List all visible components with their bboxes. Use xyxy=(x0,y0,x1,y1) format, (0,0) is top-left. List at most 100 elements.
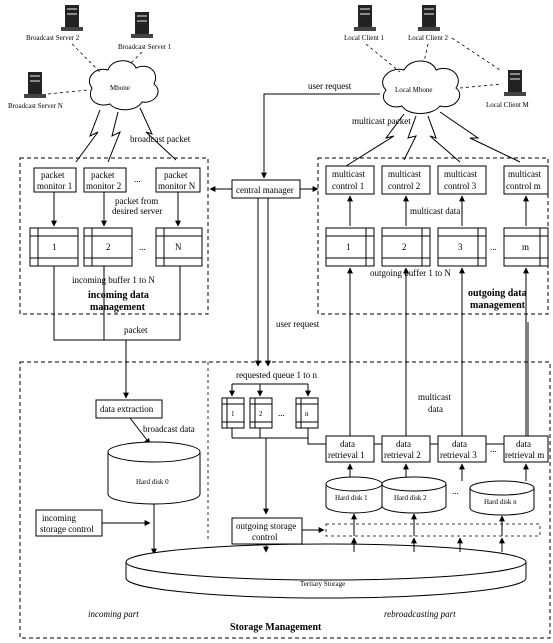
drm-line2: retrieval m xyxy=(505,450,544,460)
multicast-control-m xyxy=(503,165,549,195)
outgoing-buffer-m-label: m xyxy=(522,242,529,252)
data-extraction-label: data extraction xyxy=(100,404,154,414)
data-retrieval-3 xyxy=(437,435,487,463)
hard-disk-1-label: Hard disk 1 xyxy=(335,494,368,502)
mc1-line2: control 1 xyxy=(332,181,364,191)
ellipsis-monitors: ... xyxy=(134,174,141,184)
mc2-line1: multicast xyxy=(388,169,421,179)
ellipsis-buffers-out: ... xyxy=(490,242,497,252)
incoming-part-label: incoming part xyxy=(88,609,139,619)
user-request-top-label: user request xyxy=(308,81,352,91)
client-label-m: Local Client M xyxy=(486,101,530,109)
rebroadcasting-part-label: rebroadcasting part xyxy=(384,609,456,619)
hard-disk-2 xyxy=(381,476,447,514)
packet-label: packet xyxy=(124,325,148,335)
mbone-cloud xyxy=(88,60,159,111)
mc2-line2: control 2 xyxy=(388,181,420,191)
dr2-line2: retrieval 2 xyxy=(384,450,421,460)
hard-disk-n xyxy=(469,480,535,516)
queue-2 xyxy=(249,397,273,429)
local-mbone-label: Local Mbone xyxy=(395,86,433,94)
queue-n-label: n xyxy=(305,410,309,418)
packet-monitor-2 xyxy=(83,167,127,193)
incoming-buffer-n xyxy=(155,227,203,267)
mc3-line2: control 3 xyxy=(444,181,477,191)
dr1-line1: data xyxy=(340,439,355,449)
incoming-storage-control xyxy=(35,509,103,537)
packet-from-label-2: desired server xyxy=(112,206,162,216)
data-extraction-box xyxy=(95,399,163,419)
packet-monitor-2-line1: packet xyxy=(91,170,115,180)
central-manager-label: central manager xyxy=(236,185,294,195)
local-mbone-cloud xyxy=(382,60,461,114)
packet-monitor-1-line2: monitor 1 xyxy=(37,181,72,191)
data-retrieval-1 xyxy=(325,435,375,463)
incoming-buffer-caption: incoming buffer 1 to N xyxy=(72,275,155,285)
dr3-line2: retrieval 3 xyxy=(440,450,477,460)
outgoing-buffer-2-label: 2 xyxy=(402,242,407,252)
packet-monitor-2-line2: monitor 2 xyxy=(86,181,121,191)
packet-from-label-1: packet from xyxy=(115,196,158,206)
incoming-buffer-1-label: 1 xyxy=(52,242,57,252)
outgoing-buffer-2 xyxy=(381,227,431,267)
dr2-line1: data xyxy=(396,439,411,449)
packet-monitor-1-line1: packet xyxy=(41,170,65,180)
broadcast-packet-label: broadcast packet xyxy=(130,134,191,144)
client-label-1: Local Client 1 xyxy=(344,34,385,42)
queue-n xyxy=(295,397,319,429)
multicast-control-2 xyxy=(381,165,431,195)
outgoing-mgmt-line2: management xyxy=(470,300,526,311)
multicast-control-1 xyxy=(325,165,375,195)
multicast-data-mid-line1: multicast xyxy=(418,392,451,402)
outgoing-storage-control xyxy=(231,517,303,545)
packet-monitor-n-line2: monitor N xyxy=(158,181,196,191)
incoming-mgmt-line1: incoming data xyxy=(88,290,149,301)
server-icon-1 xyxy=(131,12,153,38)
outgoing-mgmt-line1: outgoing data xyxy=(468,288,527,299)
incoming-buffer-2-label: 2 xyxy=(106,242,111,252)
tertiary-label: Tertiary Storage xyxy=(300,580,345,588)
outgoing-buffer-3 xyxy=(437,227,487,267)
ellipsis-disks: ... xyxy=(452,486,459,496)
server-icon-2 xyxy=(61,5,83,31)
mbone-label: Mbone xyxy=(110,84,130,92)
outgoing-buffer-3-label: 3 xyxy=(458,242,463,252)
storage-region xyxy=(19,361,551,639)
hard-disk-n-label: Hard disk n xyxy=(484,498,517,506)
data-retrieval-m xyxy=(503,435,549,463)
outgoing-storage-line2: control xyxy=(252,532,278,542)
ellipsis-buffers-in: ... xyxy=(139,242,146,252)
hard-disk-2-label: Hard disk 2 xyxy=(394,494,427,502)
server-icon-n xyxy=(24,72,46,98)
server-label-2: Broadcast Server 2 xyxy=(26,34,80,42)
packet-monitor-n-line1: packet xyxy=(164,170,188,180)
packet-monitor-1 xyxy=(33,167,77,193)
outgoing-buffer-1-label: 1 xyxy=(346,242,351,252)
incoming-storage-line1: incoming xyxy=(42,513,76,523)
outgoing-buffer-caption: outgoing buffer 1 to N xyxy=(370,268,451,278)
broadcast-data-label: broadcast data xyxy=(143,424,195,434)
incoming-mgmt-line2: management xyxy=(90,302,146,313)
ellipsis-retrieval: ... xyxy=(490,444,497,454)
dr1-line2: retrieval 1 xyxy=(328,450,365,460)
hard-disk-0 xyxy=(107,441,201,505)
incoming-buffer-2 xyxy=(83,227,133,267)
queue-1-label: 1 xyxy=(231,410,235,418)
drm-line1: data xyxy=(516,439,531,449)
server-label-n: Broadcast Server N xyxy=(8,102,63,110)
server-label-1: Broadcast Server 1 xyxy=(118,43,172,51)
data-retrieval-2 xyxy=(381,435,431,463)
client-icon-2 xyxy=(418,5,440,31)
multicast-control-3 xyxy=(437,165,487,195)
incoming-buffer-1 xyxy=(29,227,79,267)
storage-mgmt-label: Storage Management xyxy=(230,622,322,633)
user-request-mid-label: user request xyxy=(276,319,320,329)
multicast-data-top-label: multicast data xyxy=(410,206,460,216)
tertiary-storage xyxy=(125,543,527,599)
mc3-line1: multicast xyxy=(444,169,477,179)
requested-queue-label: requested queue 1 to n xyxy=(236,370,317,380)
ellipsis-queues: ... xyxy=(278,408,285,418)
incoming-storage-line2: storage control xyxy=(40,524,94,534)
incoming-buffer-n-label: N xyxy=(175,242,182,252)
